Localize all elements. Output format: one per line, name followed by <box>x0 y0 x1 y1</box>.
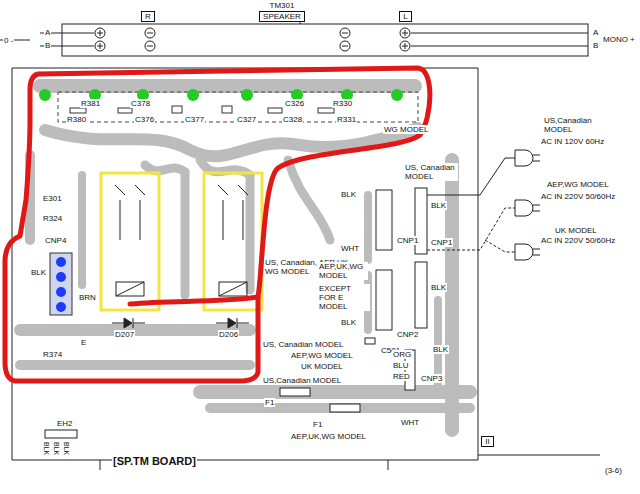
fuse-symbol <box>280 388 360 412</box>
part-label: US, Canadian MODEL <box>404 163 458 181</box>
terminal-strip <box>62 24 588 56</box>
part-label: BLK <box>52 441 61 456</box>
board-title: [SP.TM BOARD] <box>112 455 197 467</box>
part-label: CNP1 <box>430 238 453 247</box>
part-label: BRN <box>78 293 97 302</box>
highlight-frame <box>204 173 262 310</box>
part-label: E301 <box>42 194 63 203</box>
part-label: MONO + <box>602 35 636 44</box>
part-label: A <box>592 28 599 37</box>
part-label: R330 <box>332 99 353 108</box>
connector-body <box>365 188 427 390</box>
part-label: BLK <box>62 441 71 456</box>
part-label: B <box>592 41 599 50</box>
part-label: BLU <box>392 361 410 370</box>
part-label: AC IN 120V 60Hz <box>540 137 605 146</box>
part-label: UK MODEL <box>300 362 344 371</box>
pin-markers <box>56 257 66 312</box>
part-label: R374 <box>42 350 63 359</box>
terminal-symbols <box>95 28 410 51</box>
part-label: CNP3 <box>420 374 443 383</box>
part-label: AEP,UK,WG MODEL <box>318 262 368 280</box>
part-label: CNP1 <box>396 236 419 245</box>
part-label: C377 <box>184 115 205 124</box>
terminal-name: SPEAKER <box>259 11 305 22</box>
terminal-box: L <box>398 11 413 22</box>
part-label: A <box>44 28 51 37</box>
part-label: R381 <box>80 99 101 108</box>
part-label: C378 <box>130 99 151 108</box>
part-label: D206 <box>218 330 239 339</box>
part-label: F1 <box>264 398 275 407</box>
part-label: BLK <box>432 345 449 354</box>
part-label: BLK <box>430 283 447 292</box>
part-label: WHT <box>400 418 420 427</box>
part-number: TM301 <box>270 1 295 10</box>
part-label: AEP,WG MODEL <box>546 180 610 189</box>
part-label: WHT <box>340 244 360 253</box>
wire <box>100 460 101 470</box>
terminal-marks <box>97 22 408 49</box>
part-label: B <box>44 41 51 50</box>
board-outline <box>12 68 478 460</box>
part-label: BLK <box>430 201 447 210</box>
highlight-outline <box>130 297 258 304</box>
part-label: 0 - <box>3 36 14 45</box>
wire <box>388 460 389 470</box>
board-edge <box>478 455 600 456</box>
diode-symbol <box>112 318 249 328</box>
connector-eh2 <box>45 430 77 438</box>
part-label: EH2 <box>56 419 74 428</box>
terminal-name: II <box>481 436 493 447</box>
relay-symbol <box>115 185 248 296</box>
part-label: C328 <box>282 115 303 124</box>
part-label: EXCEPT FOR E MODEL <box>318 284 370 311</box>
board-outline <box>12 68 13 460</box>
highlight-outline <box>5 68 430 381</box>
part-label: R331 <box>336 115 357 124</box>
part-label: D207 <box>114 330 135 339</box>
part-label: ORG <box>392 350 412 359</box>
part-label: E <box>80 338 87 347</box>
part-label: US,Canadian MODEL <box>262 376 342 385</box>
part-label: AEP,UK,WG MODEL <box>290 432 367 441</box>
part-label: BLK <box>30 268 47 277</box>
part-label: UK MODEL <box>554 226 598 235</box>
terminal-box: R <box>140 11 156 22</box>
part-label: BLK <box>42 441 51 456</box>
part-label: AC IN 220V 50/60Hz <box>540 236 616 245</box>
part-label: F1 <box>312 420 323 429</box>
part-label: RED <box>392 372 411 381</box>
part-label: WG MODEL <box>383 125 429 134</box>
highlight-frame <box>101 173 159 310</box>
connector-cnp4 <box>50 253 72 315</box>
part-label: US,Canadian MODEL <box>543 116 595 134</box>
part-label: US, Canadian MODEL <box>262 340 344 349</box>
terminal-name: R <box>141 11 155 22</box>
terminal-box: TM301SPEAKER <box>258 1 306 22</box>
part-label: (3-6) <box>604 466 623 475</box>
part-label: BLK <box>340 318 357 327</box>
part-label: AEP,WG MODEL <box>290 351 354 360</box>
part-label: R380 <box>66 115 87 124</box>
wire <box>411 33 588 34</box>
part-label: C326 <box>284 99 305 108</box>
part-label: CNP2 <box>396 330 419 339</box>
part-label: C376 <box>134 115 155 124</box>
part-label: AC IN 220V 50/60Hz <box>540 192 616 201</box>
part-label: C327 <box>236 115 257 124</box>
terminal-box: II <box>480 436 495 447</box>
part-label: BLK <box>340 190 357 199</box>
wire <box>411 46 588 47</box>
part-label: CNP4 <box>44 236 67 245</box>
terminal-name: L <box>399 11 411 22</box>
part-label: R324 <box>42 214 63 223</box>
